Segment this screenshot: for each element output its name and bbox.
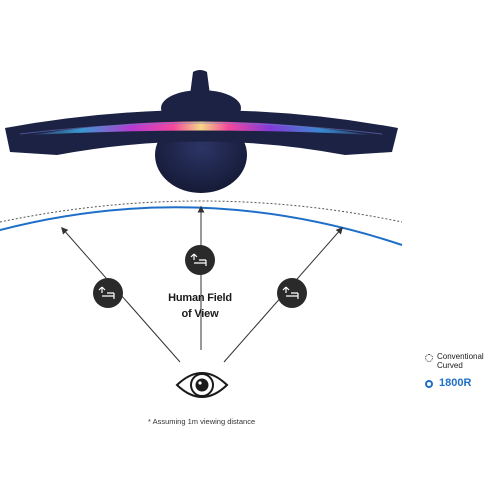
distance-icon-left — [93, 278, 123, 308]
monitor-screen-glow — [30, 121, 372, 135]
human-field-of-view-label: Human Field of View — [150, 290, 250, 322]
monitor-stand-neck — [190, 70, 210, 95]
conventional-curve — [0, 200, 403, 223]
eye-icon — [175, 372, 229, 398]
dotted-circle-icon — [425, 354, 433, 362]
monitor-top-view — [5, 70, 398, 193]
legend-item-1800r: 1800R — [425, 376, 471, 390]
monitor-body — [5, 110, 398, 155]
legend-label-1800r: 1800R — [439, 377, 472, 389]
ring-icon — [425, 380, 433, 388]
monitor-screen-edge — [19, 122, 383, 135]
fov-label-line2: of View — [181, 308, 219, 320]
fov-label-line1: Human Field — [168, 292, 232, 304]
distance-icon-center — [185, 245, 215, 275]
footnote-viewing-distance: * Assuming 1m viewing distance — [148, 417, 256, 426]
legend-label-conventional: Conventional Curved — [437, 352, 484, 370]
distance-icon-right — [277, 278, 307, 308]
legend-item-conventional: Conventional Curved — [425, 352, 500, 370]
